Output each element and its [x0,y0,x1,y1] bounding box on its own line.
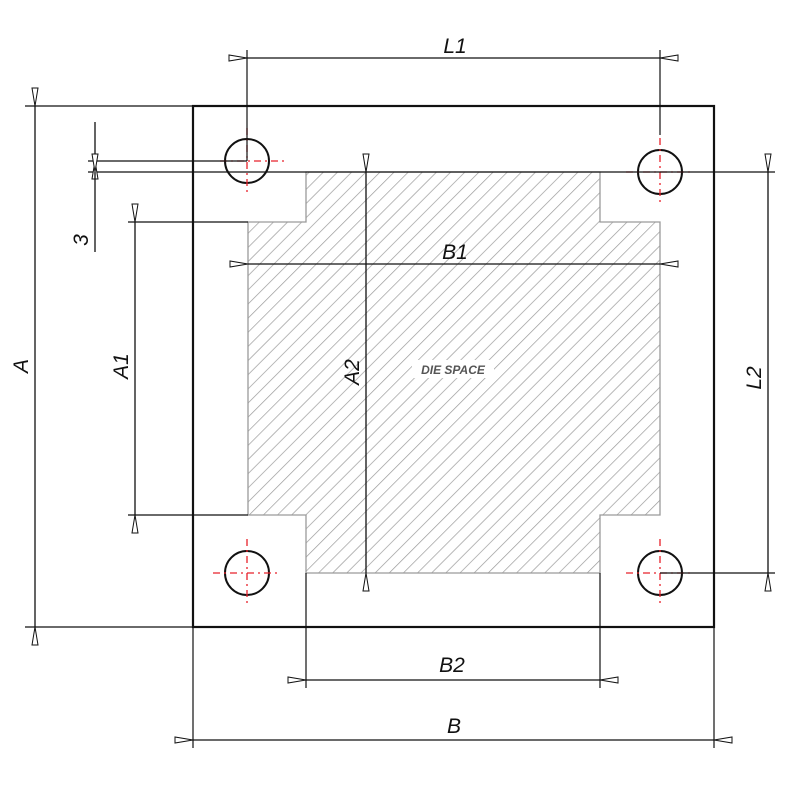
label-B2: B2 [439,654,465,677]
die-space-label-bg [412,360,494,378]
label-A1: A1 [110,353,133,381]
label-A2: A2 [341,359,364,387]
extension-lines [25,50,775,748]
label-L1: L1 [443,35,466,58]
guide-hole-bottom-left [213,539,281,607]
label-B: B [447,715,461,738]
plate-outline [191,104,716,629]
label-A: A [10,359,33,375]
label-offset: 3 [70,234,93,246]
label-L2: L2 [743,366,766,390]
guide-hole-top-left [220,128,284,196]
label-B1: B1 [442,241,468,264]
die-space-label: DIE SPACE [421,363,486,377]
